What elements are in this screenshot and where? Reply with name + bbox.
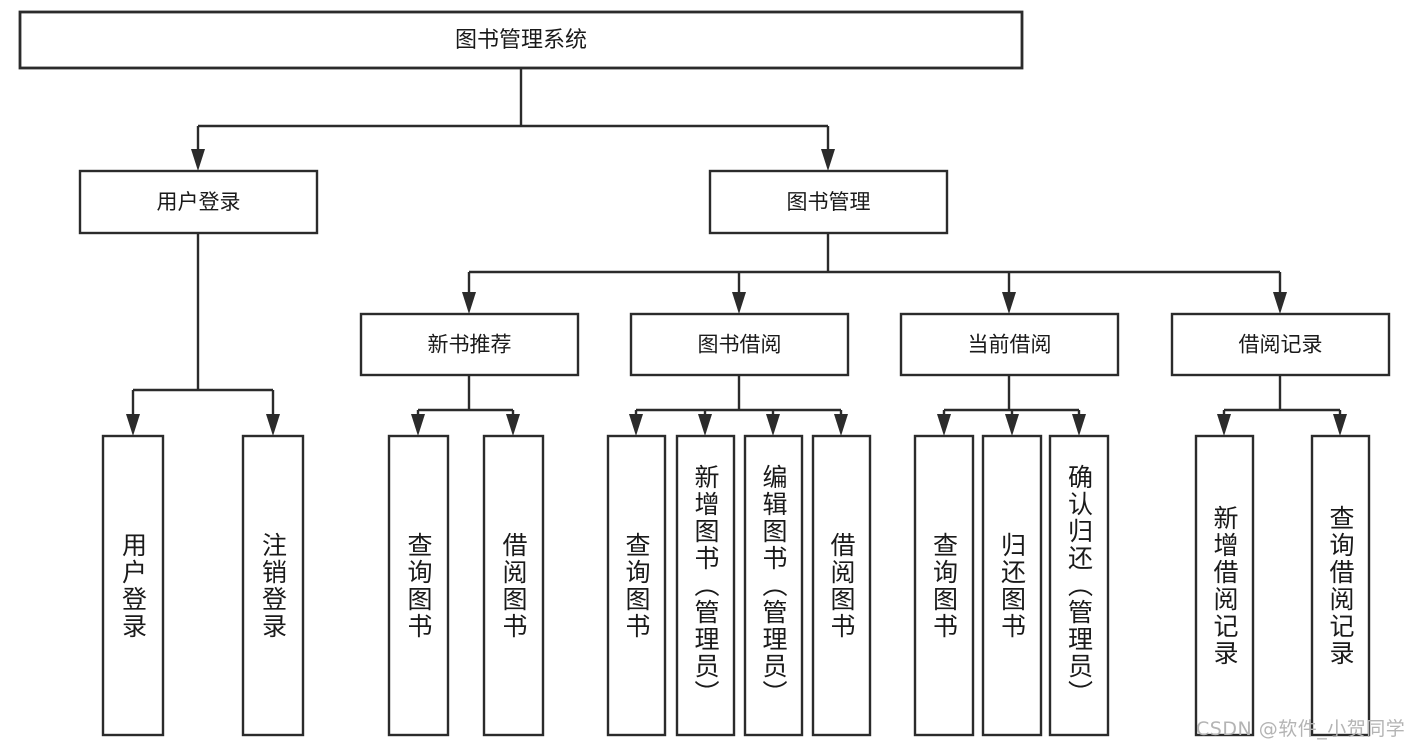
arrow-head-icon <box>266 414 280 436</box>
node-box-book-manage[interactable] <box>708 169 949 235</box>
node-label-new-book-rec: 新书推荐 <box>428 333 512 357</box>
node-box-book-borrow[interactable] <box>629 312 850 377</box>
node-box-user-login[interactable] <box>78 169 319 235</box>
node-box-borrow-record[interactable] <box>1170 312 1391 377</box>
node-box-current-borrow[interactable] <box>899 312 1120 377</box>
node-box-leaf-borrow-book-1[interactable] <box>482 434 545 737</box>
node-box-leaf-query-book-2[interactable] <box>606 434 667 737</box>
node-box-leaf-return-book[interactable] <box>981 434 1043 737</box>
connector-root_to_l1 <box>191 68 835 171</box>
arrow-head-icon <box>191 149 205 171</box>
arrow-head-icon <box>1002 292 1016 314</box>
node-box-leaf-query-book-1[interactable] <box>387 434 450 737</box>
arrow-head-icon <box>126 414 140 436</box>
connector-l2_new_book <box>411 375 520 436</box>
connector-l2_borrow <box>629 375 848 436</box>
node-label-root-system: 图书管理系统 <box>455 28 587 53</box>
arrow-head-icon <box>629 414 643 436</box>
node-box-leaf-query-record[interactable] <box>1310 434 1371 737</box>
connector-l2_current <box>937 375 1086 436</box>
arrow-head-icon <box>698 414 712 436</box>
arrow-head-icon <box>1005 414 1019 436</box>
arrow-head-icon <box>506 414 520 436</box>
node-box-leaf-borrow-book-2[interactable] <box>811 434 872 737</box>
arrow-head-icon <box>834 414 848 436</box>
connector-l2_record <box>1217 375 1347 436</box>
connector-l1_user_to_leaves <box>126 233 280 436</box>
node-box-leaf-add-book[interactable] <box>675 434 736 737</box>
node-box-new-book-rec[interactable] <box>359 312 580 377</box>
arrow-head-icon <box>732 292 746 314</box>
arrow-head-icon <box>1333 414 1347 436</box>
node-box-layer <box>18 10 1391 737</box>
arrow-head-icon <box>1273 292 1287 314</box>
node-box-leaf-add-record[interactable] <box>1194 434 1255 737</box>
node-box-leaf-confirm-return[interactable] <box>1048 434 1110 737</box>
arrow-head-icon <box>462 292 476 314</box>
node-box-leaf-edit-book[interactable] <box>743 434 804 737</box>
connector-l1_book_to_l2 <box>462 233 1287 314</box>
node-box-leaf-logout[interactable] <box>241 434 305 737</box>
watermark-text: CSDN @软件_小贺同学 <box>1196 718 1405 740</box>
arrow-head-icon <box>821 149 835 171</box>
arrow-head-icon <box>1072 414 1086 436</box>
node-label-book-manage: 图书管理 <box>787 190 871 214</box>
arrow-head-icon <box>1217 414 1231 436</box>
node-box-root-system[interactable] <box>18 10 1024 70</box>
node-label-user-login: 用户登录 <box>157 190 241 214</box>
connector-layer <box>126 68 1347 436</box>
arrow-head-icon <box>937 414 951 436</box>
node-label-borrow-record: 借阅记录 <box>1239 333 1323 357</box>
node-box-leaf-user-login[interactable] <box>101 434 165 737</box>
arrow-head-icon <box>411 414 425 436</box>
arrow-head-icon <box>766 414 780 436</box>
node-label-current-borrow: 当前借阅 <box>968 333 1052 357</box>
node-box-leaf-query-book-3[interactable] <box>913 434 975 737</box>
node-label-book-borrow: 图书借阅 <box>698 333 782 357</box>
